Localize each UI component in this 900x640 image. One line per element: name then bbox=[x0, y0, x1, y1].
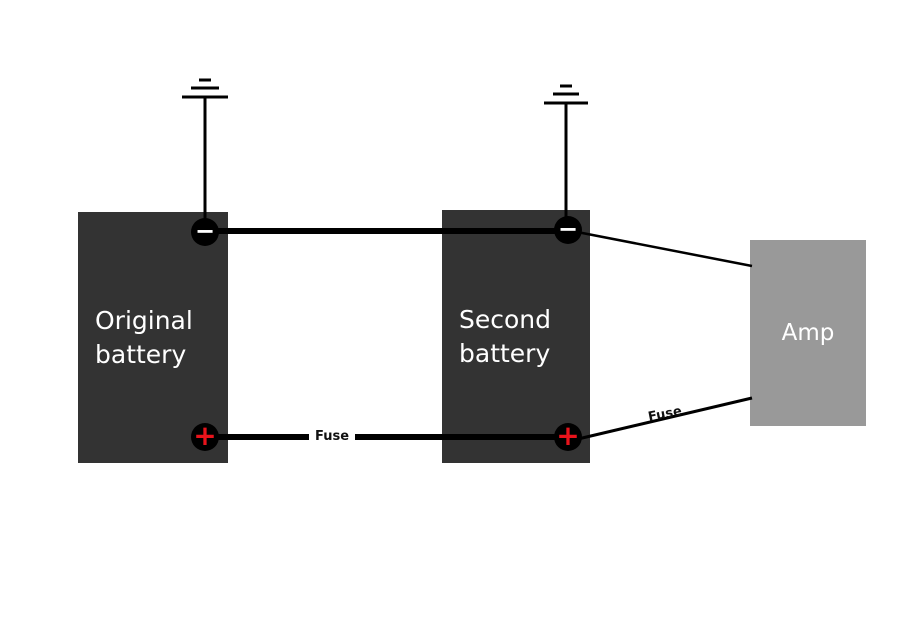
wire-amp-positive bbox=[577, 396, 753, 441]
amp-box: Amp bbox=[750, 240, 866, 426]
amp-label: Amp bbox=[781, 320, 835, 346]
ground-icon-right bbox=[544, 84, 588, 231]
wire-amp-negative bbox=[571, 229, 753, 268]
minus-sign: − bbox=[557, 214, 579, 243]
ground-icon-left bbox=[182, 78, 228, 232]
plus-sign: + bbox=[556, 419, 580, 452]
second-battery: Second battery bbox=[442, 210, 590, 463]
fuse-label-left: Fuse bbox=[309, 429, 356, 444]
negative-terminal-second: − bbox=[554, 216, 582, 244]
negative-terminal-original: − bbox=[191, 218, 219, 246]
original-battery-label: Original battery bbox=[95, 305, 193, 369]
second-battery-label: Second battery bbox=[459, 304, 552, 368]
positive-terminal-original: + bbox=[191, 419, 219, 452]
original-battery: Original battery bbox=[78, 212, 228, 463]
minus-sign: − bbox=[194, 216, 216, 245]
positive-terminal-second: + bbox=[554, 419, 582, 452]
plus-sign: + bbox=[193, 419, 217, 452]
